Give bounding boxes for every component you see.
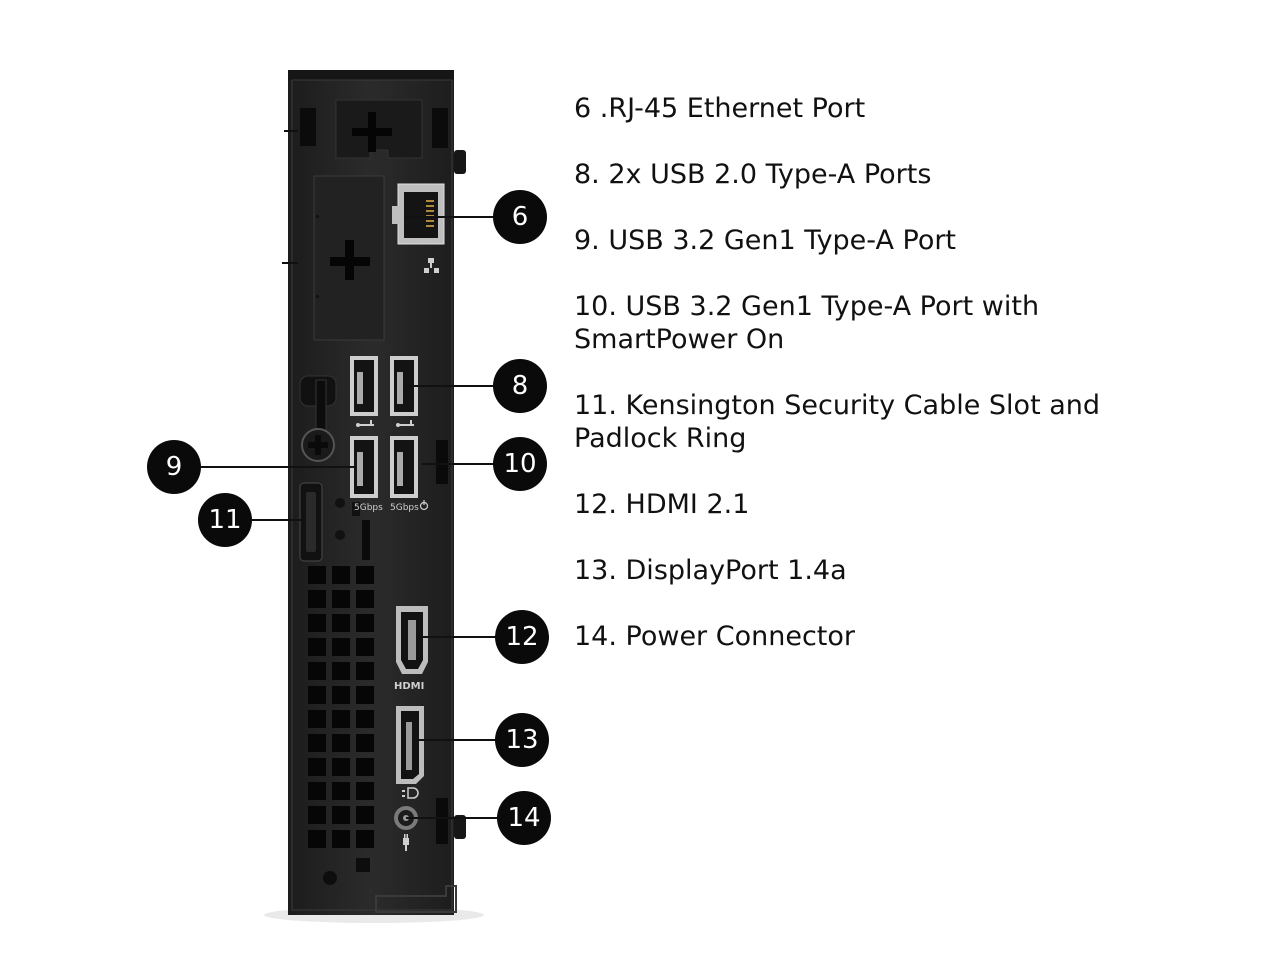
power-side-slot xyxy=(436,798,448,844)
vent-hole xyxy=(308,830,326,848)
vent-hole xyxy=(356,662,374,680)
svg-text:10: 10 xyxy=(503,449,536,479)
vent-hole xyxy=(356,806,374,824)
legend-item-12: 12. HDMI 2.1 xyxy=(574,489,750,520)
vent-hole xyxy=(356,734,374,752)
vent-hole xyxy=(356,614,374,632)
legend-item-11: 11. Kensington Security Cable Slot and P… xyxy=(574,390,1101,454)
vent-hole xyxy=(332,614,350,632)
hdmi-label: HDMI xyxy=(394,681,424,692)
legend-item-13: 13. DisplayPort 1.4a xyxy=(574,555,847,586)
usb3-port-right xyxy=(390,436,418,498)
vent-hole xyxy=(308,590,326,608)
smartpower-icon xyxy=(419,500,429,511)
vent-hole xyxy=(332,710,350,728)
vent-hole xyxy=(308,614,326,632)
legend-item-6: 6 .RJ-45 Ethernet Port xyxy=(574,93,866,124)
usb-icon-left xyxy=(356,420,374,427)
usb-speed-label-left: 5Gbps xyxy=(354,503,383,513)
vent-hole xyxy=(356,590,374,608)
expansion-plate xyxy=(313,175,385,341)
callout-13: 13 xyxy=(495,713,549,767)
vent-hole xyxy=(308,806,326,824)
callout-14: 14 xyxy=(497,791,551,845)
bottom-latch xyxy=(375,885,457,913)
vent-hole xyxy=(308,662,326,680)
vent-hole xyxy=(356,638,374,656)
kensington-slot xyxy=(299,482,370,562)
bottom-tab xyxy=(356,858,370,872)
usb-icon-top xyxy=(396,420,414,427)
callout-8: 8 xyxy=(493,359,547,413)
vent-hole xyxy=(356,686,374,704)
vent-hole xyxy=(332,566,350,584)
displayport-icon xyxy=(402,787,419,799)
vent-hole xyxy=(332,782,350,800)
usb3-port-left xyxy=(350,436,378,498)
rj45-port xyxy=(392,183,445,273)
svg-text:14: 14 xyxy=(507,803,540,833)
displayport-port xyxy=(396,706,424,799)
vent-hole xyxy=(332,590,350,608)
svg-text:8: 8 xyxy=(512,371,529,401)
svg-text:6: 6 xyxy=(512,202,529,232)
vent-hole xyxy=(332,734,350,752)
callout-11: 11 xyxy=(198,493,252,547)
legend-item-10: 10. USB 3.2 Gen1 Type-A Port with SmartP… xyxy=(574,291,1040,355)
vent-hole xyxy=(308,566,326,584)
callout-6: 6 xyxy=(493,190,547,244)
vent-hole xyxy=(356,758,374,776)
usb2-port-left xyxy=(350,356,378,416)
vent-hole xyxy=(308,782,326,800)
callout-10: 10 xyxy=(493,437,547,491)
padlock-ring xyxy=(299,375,337,462)
svg-text:12: 12 xyxy=(505,622,538,652)
network-icon xyxy=(424,258,439,273)
bottom-screw-hole xyxy=(323,871,337,885)
vent-hole xyxy=(308,734,326,752)
leader-lines xyxy=(200,216,498,819)
legend-item-8: 8. 2x USB 2.0 Type-A Ports xyxy=(574,159,932,190)
vent-hole xyxy=(308,686,326,704)
vent-hole xyxy=(332,806,350,824)
vent-hole xyxy=(332,662,350,680)
vent-hole xyxy=(356,782,374,800)
usb-side-slot xyxy=(436,440,448,484)
legend-item-14: 14. Power Connector xyxy=(574,621,855,652)
legend-item-9: 9. USB 3.2 Gen1 Type-A Port xyxy=(574,225,957,256)
vent-hole xyxy=(332,686,350,704)
port-legend: 6 .RJ-45 Ethernet Port 8. 2x USB 2.0 Typ… xyxy=(574,92,1194,653)
usb-speed-label-right: 5Gbps xyxy=(390,503,419,513)
vent-hole xyxy=(308,710,326,728)
vent-hole xyxy=(332,830,350,848)
vent-hole xyxy=(332,758,350,776)
svg-text:9: 9 xyxy=(166,452,183,482)
vent-hole xyxy=(356,830,374,848)
callout-12: 12 xyxy=(495,610,549,664)
vent-hole xyxy=(356,566,374,584)
svg-text:13: 13 xyxy=(505,725,538,755)
vent-hole xyxy=(332,638,350,656)
vent-hole xyxy=(308,758,326,776)
power-plug-icon xyxy=(403,834,409,851)
callout-9: 9 xyxy=(147,440,201,494)
vent-hole xyxy=(308,638,326,656)
vent-hole xyxy=(356,710,374,728)
hdmi-port xyxy=(396,606,428,674)
vent-grille xyxy=(308,566,374,848)
svg-text:11: 11 xyxy=(208,505,241,535)
top-thumbscrew xyxy=(300,99,448,159)
